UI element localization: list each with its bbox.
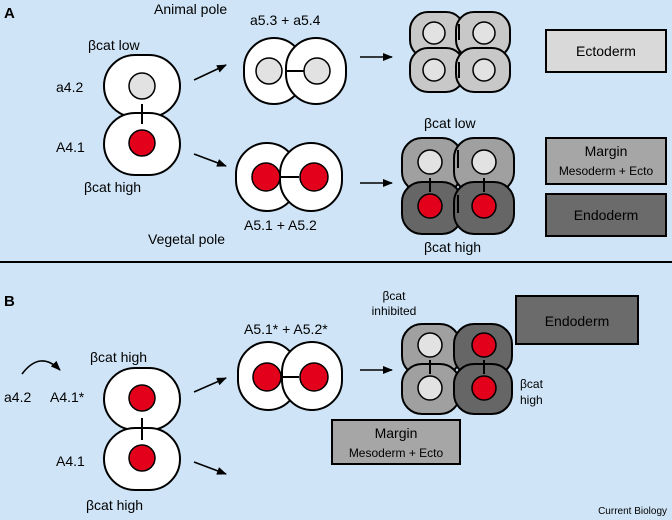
animal-pole-label: Animal pole [154, 1, 227, 17]
b-margin-box [331, 419, 461, 465]
margin-box-label: Margin [585, 143, 628, 159]
b-cell-a42-label: a4.2 [4, 389, 31, 405]
nucleus-A41 [128, 129, 156, 157]
panel-b: B a4.2 A4.1* βcat high A4.1 βcat high A5… [4, 289, 639, 513]
b-cell-A41-label: A4.1 [56, 453, 85, 469]
arrow-to-vegetal-pair [193, 153, 227, 167]
nucleus-A52-star [299, 362, 329, 392]
cell-a42-label: a4.2 [56, 79, 83, 95]
arrow-to-b-pair [193, 377, 227, 393]
bcat-high-right-label-2: high [520, 393, 543, 407]
b-endoderm-box-label: Endoderm [545, 313, 610, 329]
endoderm-box-label: Endoderm [574, 207, 639, 223]
arrow-b-lower [193, 461, 227, 475]
pair-top-label: a5.3 + a5.4 [250, 12, 321, 28]
panel-b-label: B [4, 293, 15, 310]
b-cell-group [401, 323, 513, 415]
nucleus-A51 [251, 162, 281, 192]
margin-endoderm-cell-group [401, 137, 515, 235]
bcat-high-label: βcat high [84, 179, 141, 195]
nucleus-a53 [255, 57, 283, 85]
b-margin-box-label: Margin [375, 425, 418, 441]
nucleus-A52 [299, 162, 329, 192]
b-pair-label: A5.1* + A5.2* [244, 321, 328, 337]
ectoderm-box [545, 29, 667, 73]
endoderm-box [545, 193, 667, 237]
right-bcat-high-label: βcat high [424, 239, 481, 255]
panel-a-label: A [4, 5, 15, 22]
footer-credit: Current Biology [598, 506, 667, 517]
b-cell-A41-star-label: A4.1* [50, 389, 85, 405]
b-bcat-high-top-label: βcat high [90, 349, 147, 365]
bcat-inhibited-label-1: βcat [383, 289, 407, 303]
vegetal-pole-label: Vegetal pole [148, 231, 225, 247]
right-bcat-low-label: βcat low [424, 115, 477, 131]
bcat-high-right-label-1: βcat [520, 377, 544, 391]
pair-bottom-label: A5.1 + A5.2 [244, 217, 317, 233]
nucleus-A51-star [252, 362, 282, 392]
ectoderm-box-label: Ectoderm [576, 43, 636, 59]
cell-A41-label: A4.1 [56, 139, 85, 155]
ectoderm-cell-group [409, 11, 511, 93]
b-margin-box-sublabel: Mesoderm + Ecto [349, 446, 444, 460]
margin-box-sublabel: Mesoderm + Ecto [559, 164, 654, 178]
respecification-arrow [21, 360, 61, 375]
nucleus-A41-star [128, 384, 156, 412]
nucleus-a54 [303, 57, 331, 85]
nucleus-b-A41 [128, 444, 156, 472]
nucleus-a42 [128, 72, 156, 100]
bcat-low-label: βcat low [88, 37, 141, 53]
b-endoderm-box [515, 295, 639, 345]
panel-a: A βcat low a4.2 A4.1 βcat high Animal po… [4, 1, 667, 255]
bcat-inhibited-label-2: inhibited [372, 304, 417, 318]
margin-box [545, 137, 667, 185]
b-bcat-high-bottom-label: βcat high [86, 497, 143, 513]
arrow-to-animal-pair [193, 64, 227, 81]
